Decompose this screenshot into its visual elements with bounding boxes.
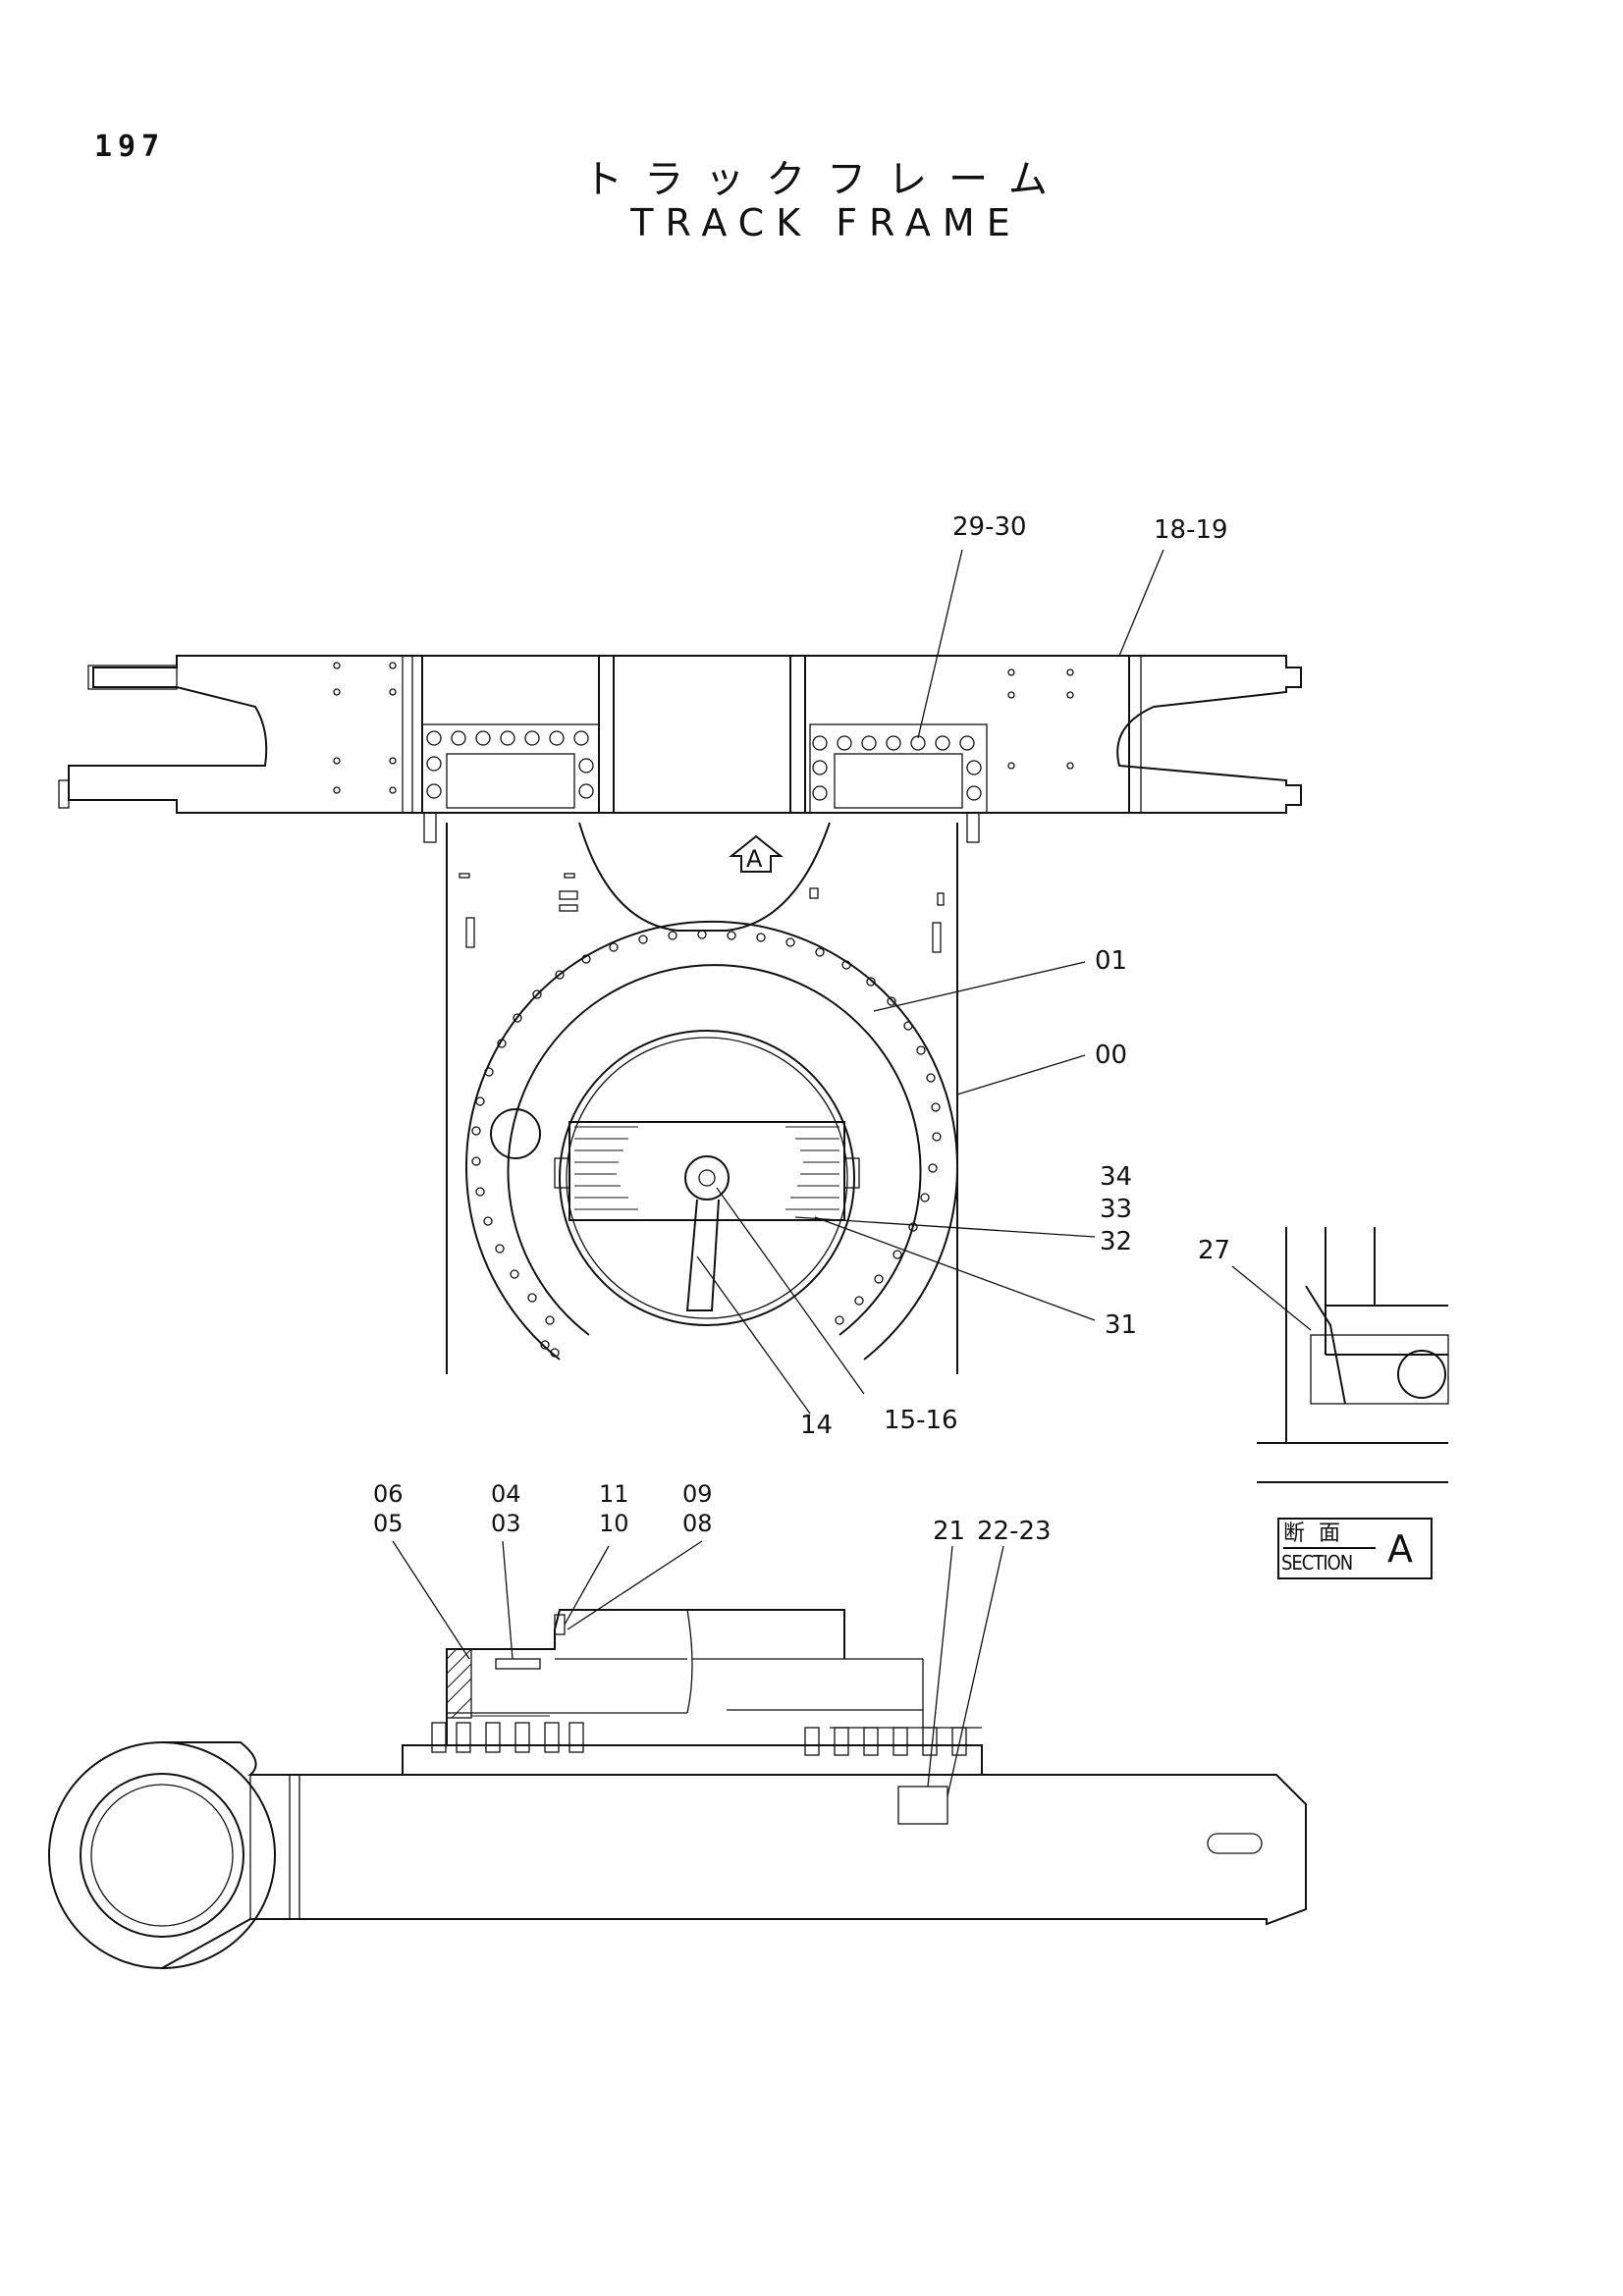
callout-03: 03	[491, 1510, 521, 1537]
callout-27: 27	[1198, 1236, 1230, 1265]
top-view: A	[58, 549, 1302, 1415]
callout-04: 04	[491, 1480, 521, 1508]
callout-15-16: 15-16	[884, 1406, 958, 1435]
section-label-en: SECTION	[1281, 1551, 1353, 1575]
callout-08: 08	[682, 1510, 713, 1537]
page-number: 197	[94, 130, 166, 164]
hatching-right	[785, 1126, 839, 1210]
view-marker: A	[746, 845, 763, 873]
callout-31: 31	[1105, 1310, 1137, 1340]
callout-33: 33	[1100, 1195, 1132, 1224]
callout-05: 05	[373, 1510, 404, 1537]
bolt-row-right	[804, 1727, 967, 1756]
callout-32: 32	[1100, 1227, 1132, 1256]
callout-00: 00	[1095, 1041, 1127, 1070]
bolt-pattern-left	[426, 730, 594, 799]
section-label-letter: A	[1387, 1527, 1413, 1571]
callout-09: 09	[682, 1480, 713, 1508]
section-label-jp: 断面	[1283, 1522, 1376, 1549]
callout-01: 01	[1095, 946, 1127, 976]
title-japanese: トラックフレーム	[583, 157, 1069, 202]
callout-21: 21	[933, 1517, 965, 1546]
callout-22-23: 22-23	[977, 1517, 1052, 1546]
side-view	[48, 1540, 1307, 1969]
section-a-label: 断面 SECTION A	[1277, 1518, 1433, 1579]
callout-10: 10	[599, 1510, 629, 1537]
callout-06: 06	[373, 1480, 404, 1508]
swing-circle-holes	[471, 930, 942, 1358]
callout-34: 34	[1100, 1162, 1132, 1192]
callout-18-19: 18-19	[1154, 515, 1228, 545]
hatching-left	[574, 1126, 638, 1210]
bolt-pattern-right	[812, 735, 982, 801]
bolt-row-left	[431, 1722, 584, 1753]
callout-29-30: 29-30	[952, 512, 1027, 542]
title-english: TRACK FRAME	[630, 201, 1022, 244]
section-a-detail	[1231, 1227, 1449, 1483]
callout-14: 14	[800, 1411, 833, 1440]
callout-11: 11	[599, 1480, 629, 1508]
